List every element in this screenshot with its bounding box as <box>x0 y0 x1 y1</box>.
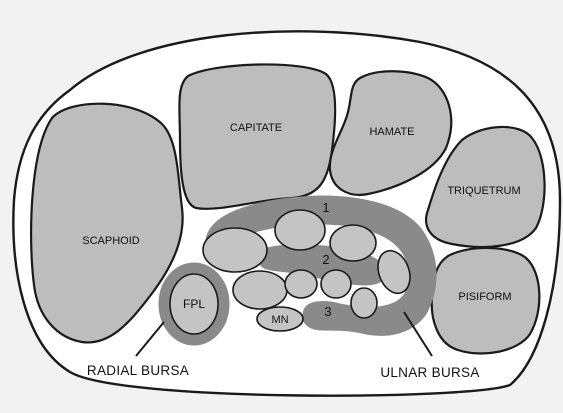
triquetrum-label: TRIQUETRUM <box>447 185 520 197</box>
flexor-tendon <box>233 271 287 309</box>
capitate-bone <box>179 64 335 208</box>
flexor-tendon <box>351 288 377 318</box>
pisiform-label: PISIFORM <box>458 291 511 303</box>
hamate-label: HAMATE <box>369 126 414 138</box>
flexor-tendon <box>275 210 325 250</box>
bursa-number-3: 3 <box>324 304 331 319</box>
ulnar-bursa-label: ULNAR BURSA <box>380 365 479 380</box>
flexor-tendon <box>203 228 267 272</box>
radial-bursa-label: RADIAL BURSA <box>87 363 189 378</box>
scaphoid-label: SCAPHOID <box>82 235 140 247</box>
flexor-tendon <box>330 225 376 261</box>
mn-label: MN <box>271 314 288 326</box>
capitate-label: CAPITATE <box>230 122 282 134</box>
bursa-number-2: 2 <box>322 252 329 267</box>
bursa-number-1: 1 <box>322 200 329 215</box>
fpl-label: FPL <box>183 297 205 311</box>
flexor-tendon <box>285 270 317 298</box>
flexor-tendon <box>321 270 351 298</box>
